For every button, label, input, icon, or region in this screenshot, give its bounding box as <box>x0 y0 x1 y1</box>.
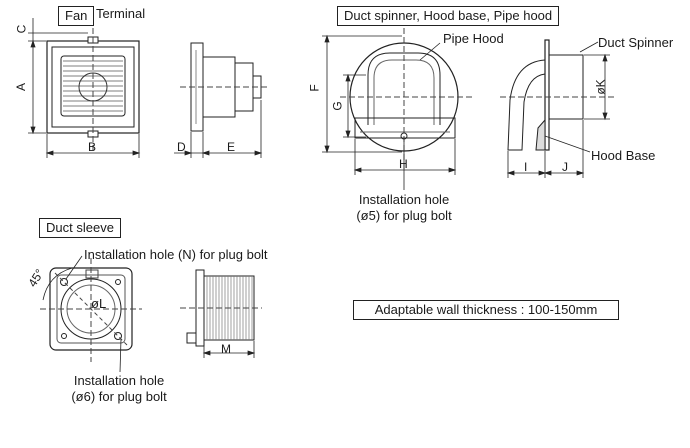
dimension-k-label: øK <box>593 79 608 95</box>
pipe-hood-callout: Pipe Hood <box>443 31 504 46</box>
dimension-a-label: A <box>14 82 29 92</box>
fan-front-view <box>46 28 140 150</box>
dimension-h-line <box>353 139 457 175</box>
dimension-f-line <box>322 34 402 154</box>
dimension-l-label: øL <box>91 296 107 311</box>
dimension-b-label: B <box>88 140 97 154</box>
dimension-k-line <box>584 53 610 121</box>
dimension-j-label: J <box>562 160 568 174</box>
fan-section-label: Fan <box>58 6 95 26</box>
dimension-e-label: E <box>227 140 236 154</box>
duct-sleeve-front-view <box>40 258 142 362</box>
dimension-ij-line <box>506 120 585 178</box>
dimension-m-line <box>202 341 256 358</box>
pipe-hood-side-view <box>500 39 615 151</box>
dimension-g-label: G <box>330 101 345 111</box>
dimension-f-label: F <box>307 84 322 92</box>
duct-spinner-callout: Duct Spinner <box>598 35 674 50</box>
dimension-de-line <box>174 100 263 158</box>
install-hole-n-leader <box>65 255 83 280</box>
dimension-i-label: I <box>524 160 528 174</box>
duct-sleeve-section-label: Duct sleeve <box>39 218 121 238</box>
duct-spinner-leader <box>579 41 599 53</box>
dimension-d-label: D <box>177 140 186 154</box>
dimension-a-line <box>28 39 46 135</box>
install-hole-6-leader <box>119 338 122 373</box>
install-hole-6-callout-line1: Installation hole <box>73 373 165 388</box>
hood-base-callout: Hood Base <box>591 148 656 163</box>
wall-thickness-note: Adaptable wall thickness : 100-150mm <box>353 300 619 320</box>
fan-side-view <box>180 42 270 132</box>
dimension-b-line <box>45 134 141 158</box>
hood-base-leader <box>544 135 591 153</box>
install-hole-plug-callout-line1: Installation hole <box>358 192 450 207</box>
dimension-c-line <box>28 18 88 41</box>
install-hole-plug-callout-line2: (ø5) for plug bolt <box>356 208 452 223</box>
terminal-callout: Terminal <box>96 6 146 21</box>
duct-sleeve-side-view <box>180 269 262 347</box>
dimension-c-label: C <box>14 24 29 34</box>
duct-spinner-section-label: Duct spinner, Hood base, Pipe hood <box>337 6 560 26</box>
dimension-m-label: M <box>221 342 231 356</box>
dimension-h-label: H <box>399 157 408 171</box>
dimension-g-line <box>343 73 366 139</box>
pipe-hood-leader <box>419 42 441 61</box>
install-hole-6-callout-line2: (ø6) for plug bolt <box>71 389 167 404</box>
install-hole-n-callout: Installation hole (N) for plug bolt <box>84 247 268 262</box>
